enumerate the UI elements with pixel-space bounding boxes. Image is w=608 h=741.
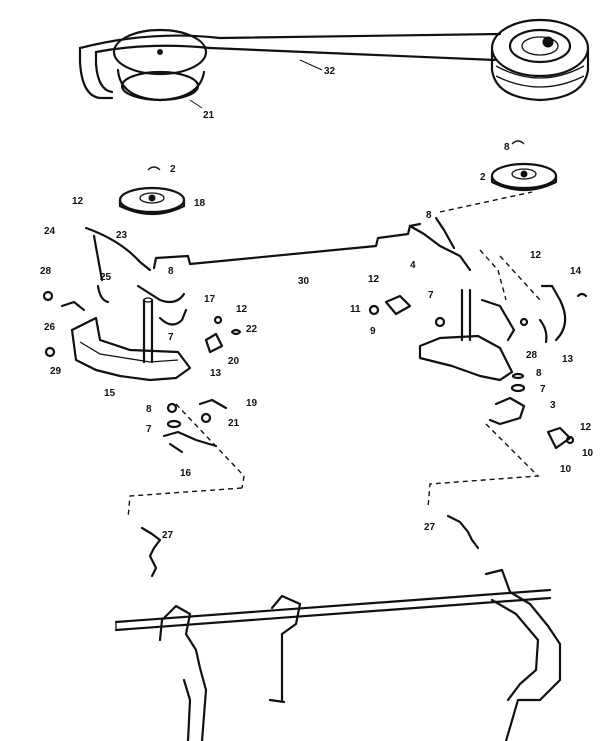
callout-7-b: 7: [146, 424, 152, 435]
callout-29: 29: [50, 366, 62, 377]
callout-11: 11: [350, 304, 361, 315]
callout-20: 20: [228, 356, 240, 367]
callout-18: 18: [194, 198, 206, 209]
callout-24: 24: [44, 226, 56, 237]
callout-16: 16: [180, 468, 192, 479]
callout-28-left: 28: [40, 266, 52, 277]
callout-21-belt: 21: [203, 110, 215, 121]
callout-7-c: 7: [428, 290, 434, 301]
callout-19: 19: [246, 398, 258, 409]
callout-8-b: 8: [146, 404, 152, 415]
callout-12-b: 12: [236, 304, 248, 315]
callout-14: 14: [570, 266, 582, 277]
callout-8-a: 8: [168, 266, 174, 277]
callout-4: 4: [410, 260, 416, 271]
callout-12-e: 12: [580, 422, 592, 433]
callout-25: 25: [100, 272, 112, 283]
callout-22: 22: [246, 324, 258, 335]
right-brake-assembly: [368, 140, 588, 550]
callout-13-left: 13: [210, 368, 222, 379]
callout-23: 23: [116, 230, 128, 241]
callout-8-e: 8: [536, 368, 542, 379]
callout-3: 3: [550, 400, 556, 411]
callout-15: 15: [104, 388, 116, 399]
callout-27-right: 27: [424, 522, 436, 533]
callout-12-d: 12: [368, 274, 380, 285]
callout-2-right: 2: [480, 172, 486, 183]
bottom-shaft-assembly: [114, 568, 562, 741]
callout-17: 17: [204, 294, 216, 305]
callout-13-right: 13: [562, 354, 574, 365]
drive-belt-assembly: [78, 18, 590, 102]
callout-26: 26: [44, 322, 56, 333]
callout-32: 32: [324, 66, 336, 77]
callout-8-d: 8: [426, 210, 432, 221]
callout-6: 10: [560, 464, 572, 475]
callout-8-c: 8: [504, 142, 510, 153]
callout-12-left: 12: [72, 196, 84, 207]
callout-7-d: 7: [540, 384, 546, 395]
callout-7-a: 7: [168, 332, 174, 343]
callout-28-right: 28: [526, 350, 538, 361]
callout-30: 30: [298, 276, 310, 287]
callout-27-left: 27: [162, 530, 174, 541]
callout-9: 9: [370, 326, 376, 337]
callout-10: 10: [582, 448, 594, 459]
link-rod-30: [152, 222, 422, 270]
callout-21: 21: [228, 418, 240, 429]
callout-12-c: 12: [530, 250, 542, 261]
left-brake-assembly: [42, 166, 242, 578]
callout-2-left: 2: [170, 164, 176, 175]
